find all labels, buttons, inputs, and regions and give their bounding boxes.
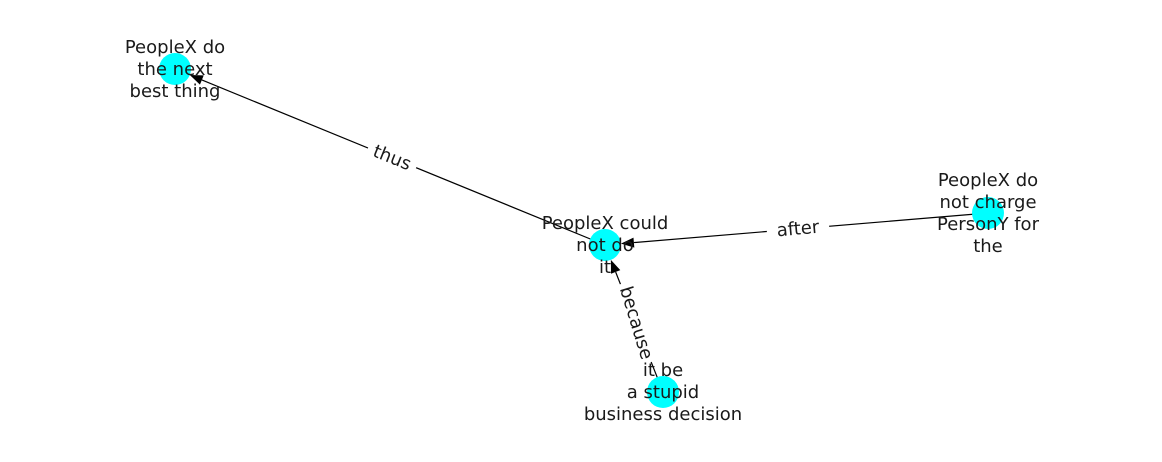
node-circle-n_topleft[interactable] (159, 53, 191, 85)
edge-label-background (765, 214, 831, 244)
edge-label-after: after (776, 217, 821, 242)
node-label-line: the (973, 236, 1003, 257)
node-label-line: it be (643, 360, 683, 381)
node-label-line: the next (137, 59, 212, 80)
node-label-line: PersonY for (937, 214, 1040, 235)
node-label-line: a stupid (627, 382, 699, 403)
node-label-line: not charge (939, 192, 1036, 213)
node-label-line: business decision (584, 404, 742, 425)
node-label-line: PeopleX could (542, 213, 669, 234)
arrowhead-after (620, 237, 635, 248)
edge-label-group-thus: thus (363, 137, 421, 179)
node-label-line: it (599, 257, 611, 278)
edge-label-background (363, 137, 421, 179)
node-label-line: best thing (130, 81, 221, 102)
node-circle-n_bottom[interactable] (647, 376, 679, 408)
edge-label-background (612, 279, 660, 367)
node-label-line: not do (576, 235, 634, 256)
node-label-line: PeopleX do (125, 37, 225, 58)
edge-label-group-after: after (765, 214, 831, 244)
arrowhead-thus (189, 75, 204, 85)
nodes-layer (159, 53, 1004, 408)
arrowhead-because (610, 259, 621, 274)
node-circle-n_center[interactable] (589, 229, 621, 261)
node-label-line: PeopleX do (938, 170, 1038, 191)
node-circle-n_right[interactable] (972, 197, 1004, 229)
edge-label-because: because (615, 284, 657, 362)
edge-label-group-because: because (612, 279, 660, 367)
